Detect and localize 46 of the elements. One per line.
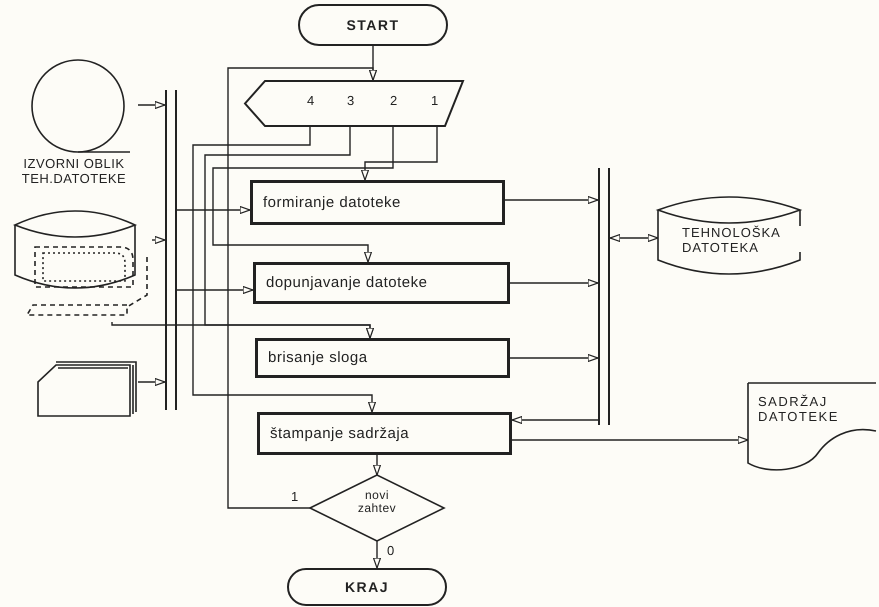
process-box [257,412,512,455]
card-deck-symbol [38,362,138,417]
arrow [372,455,382,476]
node-label: KRAJ [344,578,390,596]
decision-diamond [310,475,444,541]
process-box [250,180,505,225]
arrow [192,127,376,413]
arrow [609,234,659,242]
arrow [152,236,166,244]
node-label: SADRŽAJ DATOTEKE [758,395,840,425]
branch-hexagon [245,80,463,127]
branch-number: 1 [431,94,439,109]
arrow [511,416,598,424]
node-label: štampanje sadržaja [270,424,410,442]
arrow [510,354,599,362]
node-label: formiranje datoteke [263,194,401,212]
branch-number: 3 [347,94,355,109]
node-label: novi zahtev [356,489,398,516]
arrow [372,541,382,569]
process-box [253,262,510,304]
arrow [505,196,599,204]
arrow [177,206,251,214]
arrow [138,100,166,110]
process-box [255,338,510,378]
node-label: dopunjavanje datoteke [266,274,428,292]
branch-number: 4 [307,94,315,109]
terminal-node [287,568,447,606]
arrow [360,127,438,181]
document-symbol [748,383,876,473]
bus-bar [598,168,610,425]
arrow [227,67,378,509]
arrow [111,322,374,339]
arrow [512,436,749,444]
node-label: brisanje sloga [268,349,368,367]
node-label: IZVORNI OBLIK TEH.DATOTEKE [20,157,128,187]
branch-number: 2 [390,94,398,109]
terminal-node [298,4,448,46]
edge-label: 1 [290,490,300,503]
node-label: TEHNOLOŠKA DATOTEKA [682,226,782,256]
node-label: START [346,16,400,34]
arrow [177,286,254,294]
arrow [510,278,599,288]
edge-label: 0 [386,544,396,557]
arrow [212,127,394,263]
bus-bar [165,90,177,410]
arrow [138,378,166,386]
